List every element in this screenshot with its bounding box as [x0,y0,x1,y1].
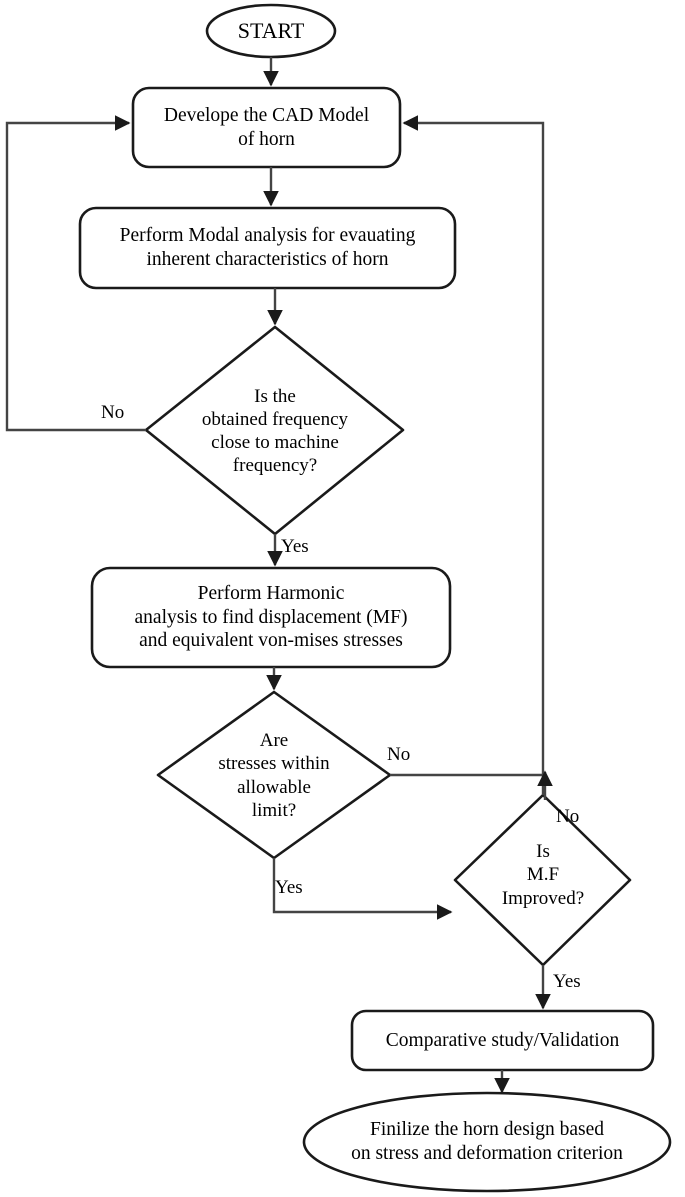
node-stress-decision-shape [156,690,392,860]
edge-label-stress-no: No [387,744,411,765]
node-start-shape [205,3,337,59]
edge-freq-no-loop [5,115,146,432]
edge-label-stress-yes: Yes [275,877,303,898]
edge-label-freq-no: No [101,402,125,423]
node-cad-model-shape [131,86,402,169]
edge-label-mf-yes: Yes [553,971,581,992]
edge-label-freq-yes: Yes [281,536,309,557]
node-harmonic-analysis-shape [90,566,452,669]
node-comparative-shape [350,1009,655,1072]
edge-label-mf-no: No [556,806,580,827]
edge-mf-no-loop [402,115,545,795]
node-freq-decision-shape [144,325,405,536]
node-mf-decision-shape [453,793,632,967]
node-finalize-shape [302,1091,672,1193]
node-modal-analysis-shape [78,206,457,290]
edge-stress-yes-to-mf [272,858,453,920]
